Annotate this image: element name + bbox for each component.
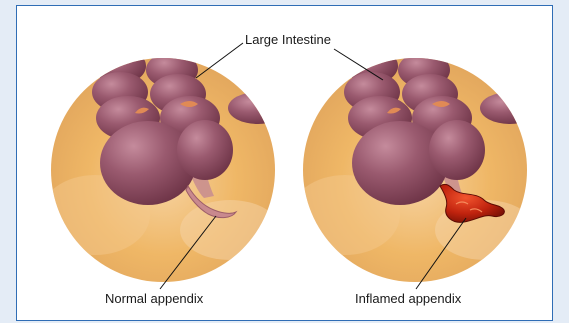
right-panel-inflamed: [290, 35, 540, 282]
leader-line-left-intestine: [196, 43, 243, 78]
normal-appendix-label: Normal appendix: [105, 291, 203, 306]
large-intestine-label: Large Intestine: [245, 32, 331, 47]
inflamed-appendix-label: Inflamed appendix: [355, 291, 461, 306]
left-panel-normal: [40, 35, 288, 282]
